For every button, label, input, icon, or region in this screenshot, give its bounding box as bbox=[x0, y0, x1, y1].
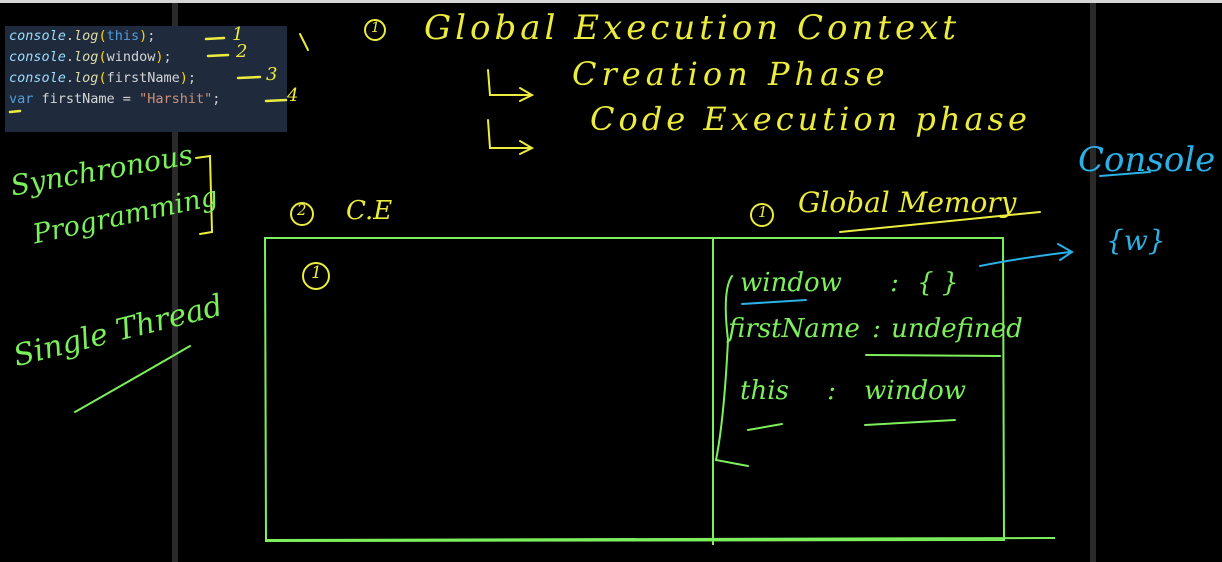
canvas-divider-left bbox=[172, 3, 178, 562]
creation-arrow bbox=[487, 69, 535, 102]
memory-row-this: this : window bbox=[740, 376, 966, 406]
memory-value: { } bbox=[917, 268, 959, 298]
memory-row-firstname: firstName : undefined bbox=[728, 314, 1023, 344]
console-arrow bbox=[979, 243, 1074, 267]
code-line-4: var firstName = "Harshit"; bbox=[9, 91, 221, 107]
gec-number: 1 bbox=[371, 20, 380, 36]
window-underline bbox=[864, 419, 956, 426]
memory-key: firstName bbox=[728, 314, 860, 344]
memory-key: this bbox=[740, 376, 789, 406]
execution-context-baseline bbox=[265, 537, 1056, 541]
memory-sep: : bbox=[890, 268, 899, 298]
code-line-mark-3: 3 bbox=[266, 64, 278, 85]
code-line-2: console.log(window); bbox=[9, 49, 172, 65]
stray-paren-mark bbox=[299, 33, 309, 51]
gm-label: Global Memory bbox=[798, 186, 1017, 219]
code-line-mark-4: 4 bbox=[287, 85, 299, 106]
gec-title: Global Execution Context bbox=[424, 8, 960, 48]
code-execution-phase-label: Code Execution phase bbox=[590, 100, 1031, 138]
console-label: Console bbox=[1078, 140, 1216, 180]
code-line-mark-1: 1 bbox=[232, 24, 244, 45]
code-line-mark-2: 2 bbox=[236, 41, 248, 62]
ce-label: C.E bbox=[346, 196, 393, 226]
code-snippet-panel: console.log(this); console.log(window); … bbox=[5, 26, 287, 132]
memory-value: window bbox=[864, 376, 967, 406]
ce-number: 2 bbox=[297, 201, 307, 219]
gm-number: 1 bbox=[758, 203, 768, 221]
memory-key: window bbox=[740, 268, 842, 298]
creation-phase-label: Creation Phase bbox=[572, 55, 890, 93]
memory-row-window: window : { } bbox=[740, 268, 959, 298]
code-line-3: console.log(firstName); bbox=[9, 70, 197, 86]
memory-row-underline bbox=[865, 354, 1001, 357]
this-underline bbox=[747, 423, 783, 431]
code-exec-arrow bbox=[487, 119, 535, 155]
window-key-underline bbox=[741, 299, 807, 305]
memory-sep: : bbox=[872, 314, 881, 344]
memory-brace bbox=[714, 275, 749, 467]
memory-value: undefined bbox=[891, 314, 1023, 344]
canvas-divider-right bbox=[1090, 3, 1096, 562]
memory-sep: : bbox=[827, 376, 836, 406]
console-value: {w} bbox=[1106, 224, 1166, 257]
code-line-1: console.log(this); bbox=[9, 28, 156, 44]
single-thread-label: Single Thread bbox=[10, 288, 227, 374]
window-top-strip bbox=[0, 0, 1222, 3]
ce-cell-number: 1 bbox=[311, 263, 322, 283]
